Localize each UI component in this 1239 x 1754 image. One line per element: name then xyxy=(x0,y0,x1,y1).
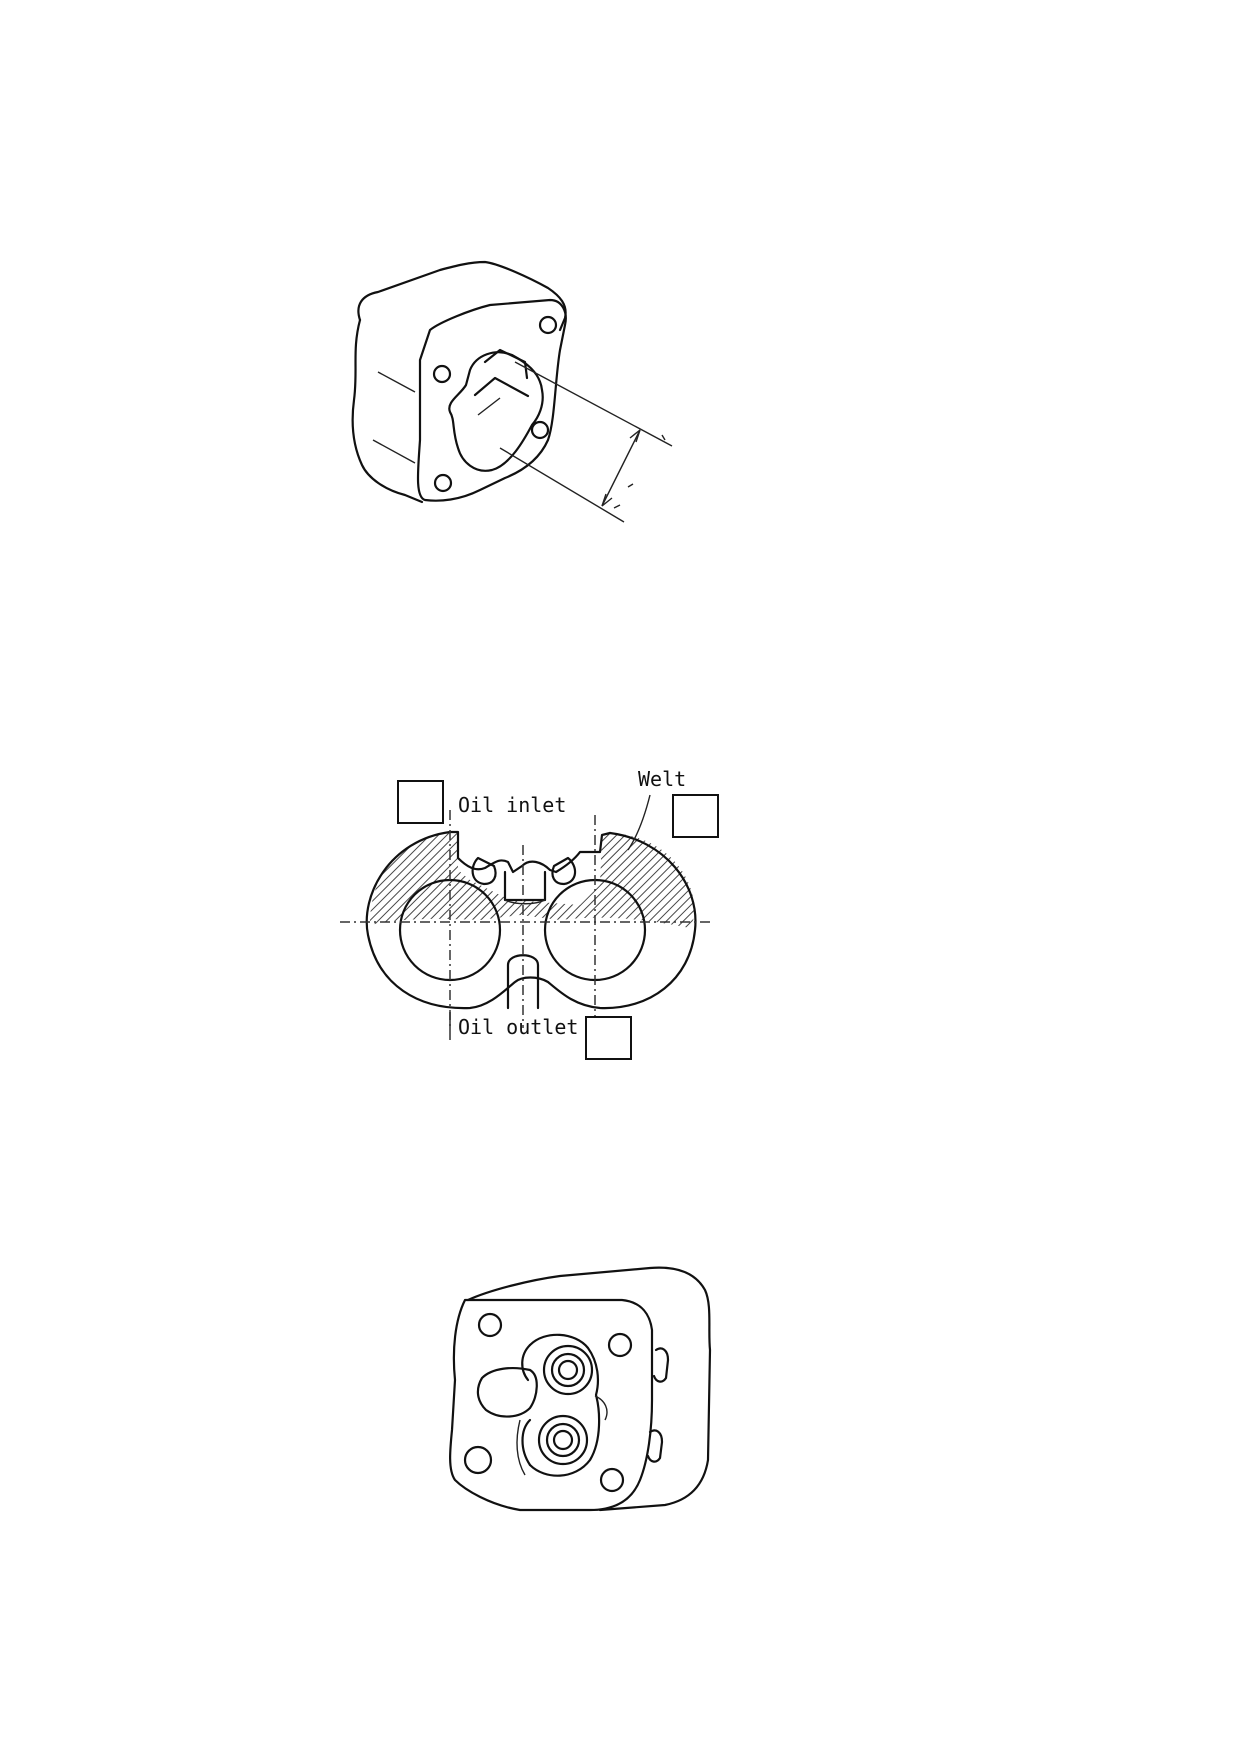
callout-box-inlet xyxy=(397,780,444,824)
oil-inlet-label: Oil inlet xyxy=(458,793,566,817)
cross-section-drawing: Oil inlet Welt Oil outlet xyxy=(340,767,719,1060)
pump-face-drawing xyxy=(449,1266,712,1512)
weld-label: Welt xyxy=(638,767,686,791)
callout-box-outlet xyxy=(585,1016,632,1060)
callout-box-weld xyxy=(672,794,719,838)
pump-body-drawing xyxy=(351,260,673,523)
oil-outlet-label: Oil outlet xyxy=(458,1015,578,1039)
